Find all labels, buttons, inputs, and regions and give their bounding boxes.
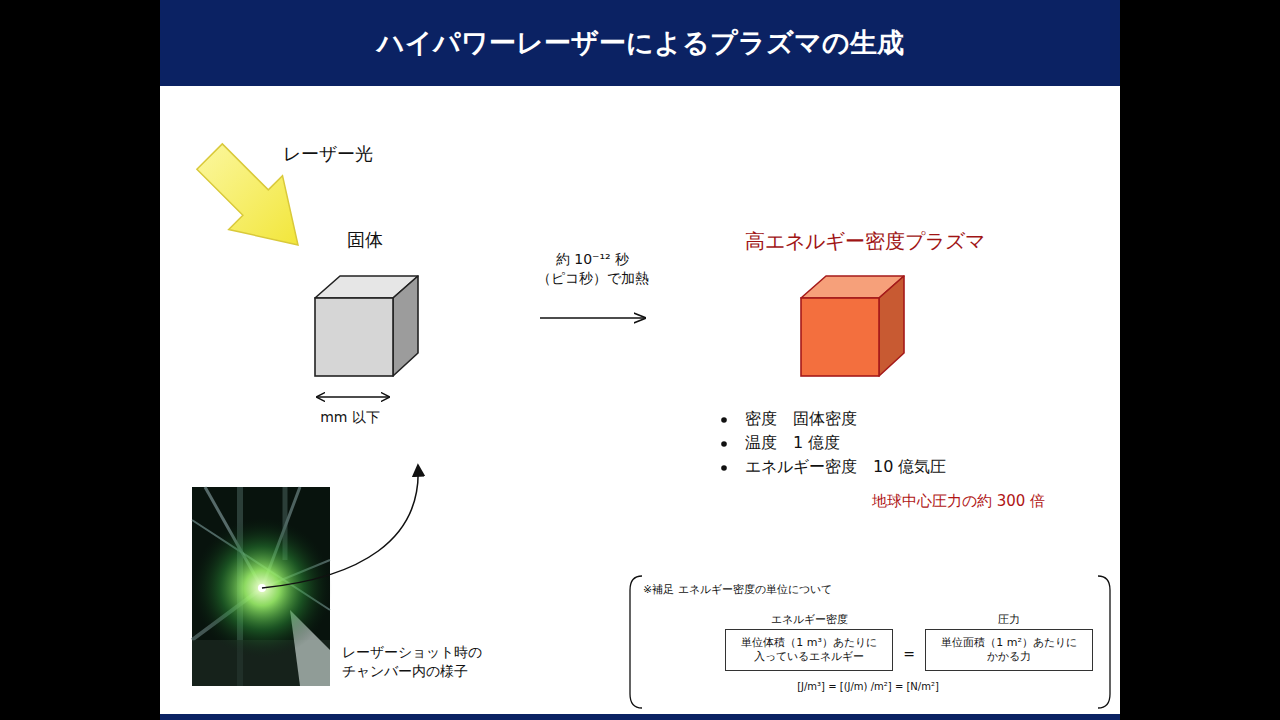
laser-arrow xyxy=(197,144,298,245)
dimension-label: mm 以下 xyxy=(300,409,400,427)
property-item: 密度 固体密度 xyxy=(745,409,857,429)
box-heading: エネルギー密度 xyxy=(725,611,893,627)
cube-shape xyxy=(314,275,419,377)
chamber-photo xyxy=(192,487,332,686)
comparison-note: 地球中心圧力の約 300 倍 xyxy=(872,492,1045,511)
node-heading: 高エネルギー密度プラズマ xyxy=(645,228,1085,254)
property-item: エネルギー密度 10 億気圧 xyxy=(745,457,946,477)
leader-arrow xyxy=(262,466,418,588)
photo-caption: レーザーショット時の チャンバー内の様子 xyxy=(342,643,512,681)
bullet-dot xyxy=(721,441,727,447)
dimension-arrow xyxy=(317,396,389,397)
note-bracket xyxy=(1098,576,1110,708)
cube-node: 高エネルギー密度プラズマ xyxy=(645,228,1085,383)
note-bracket xyxy=(630,576,642,708)
unit-formula: [J/m³] = [(J/m) /m²] = [N/m²] xyxy=(708,681,1028,694)
definition-box: エネルギー密度単位体積（1 m³）あたりに 入っているエネルギー xyxy=(725,611,893,671)
note-heading: ※補足 エネルギー密度の単位について xyxy=(643,583,832,597)
slide-title: ハイパワーレーザーによるプラズマの生成 xyxy=(160,0,1120,86)
slide-background xyxy=(160,0,1120,720)
cube-node: 固体 xyxy=(190,228,540,383)
edge-label: 約 10⁻¹² 秒 （ピコ秒）で加熱 xyxy=(528,250,658,288)
node-heading: 固体 xyxy=(190,228,540,251)
definition-box: 圧力単位面積（1 m²）あたりに かかる力 xyxy=(925,611,1093,671)
footer-bar xyxy=(160,714,1120,720)
box-body: 単位面積（1 m²）あたりに かかる力 xyxy=(925,629,1093,671)
bullet-dot xyxy=(721,465,727,471)
beam-label: レーザー光 xyxy=(283,143,373,166)
title-bar xyxy=(160,0,1120,86)
bullet-dot xyxy=(721,417,727,423)
box-body: 単位体積（1 m³）あたりに 入っているエネルギー xyxy=(725,629,893,671)
equals-sign: = xyxy=(899,646,919,664)
cube-shape xyxy=(800,275,905,377)
process-arrow xyxy=(540,317,645,318)
box-heading: 圧力 xyxy=(925,611,1093,627)
property-item: 温度 1 億度 xyxy=(745,433,840,453)
